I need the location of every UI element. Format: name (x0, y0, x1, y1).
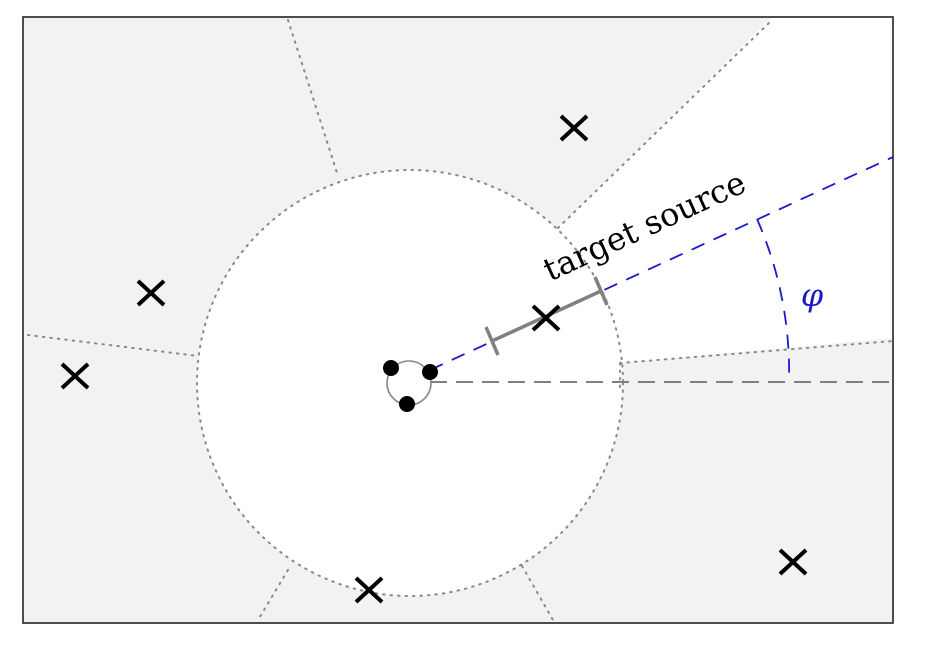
frame-border (22, 16, 894, 624)
angle-label: φ (801, 276, 824, 314)
microphone-dot (399, 396, 415, 412)
interferer-marker (60, 362, 90, 390)
angle-arc (756, 218, 790, 382)
target-source-marker (531, 304, 561, 332)
boundary-left (27, 334, 199, 357)
boundary-top-right (557, 19, 773, 229)
microphone-array (383, 360, 438, 412)
interferer-marker (136, 279, 166, 307)
source-markers (60, 114, 808, 604)
interval-cap-far (593, 276, 609, 306)
microphone-dot (422, 364, 438, 380)
boundary-bottom-left (257, 569, 289, 621)
interferer-marker (778, 548, 808, 576)
boundary-right (619, 340, 894, 364)
boundary-top-left (287, 19, 339, 177)
near-field-circle (197, 170, 623, 596)
boundary-bottom-right (521, 565, 554, 621)
interval-cap-near (484, 326, 500, 356)
microphone-dot (383, 360, 399, 376)
interferer-marker (354, 576, 384, 604)
regions (197, 17, 893, 596)
interferer-marker (559, 114, 589, 142)
